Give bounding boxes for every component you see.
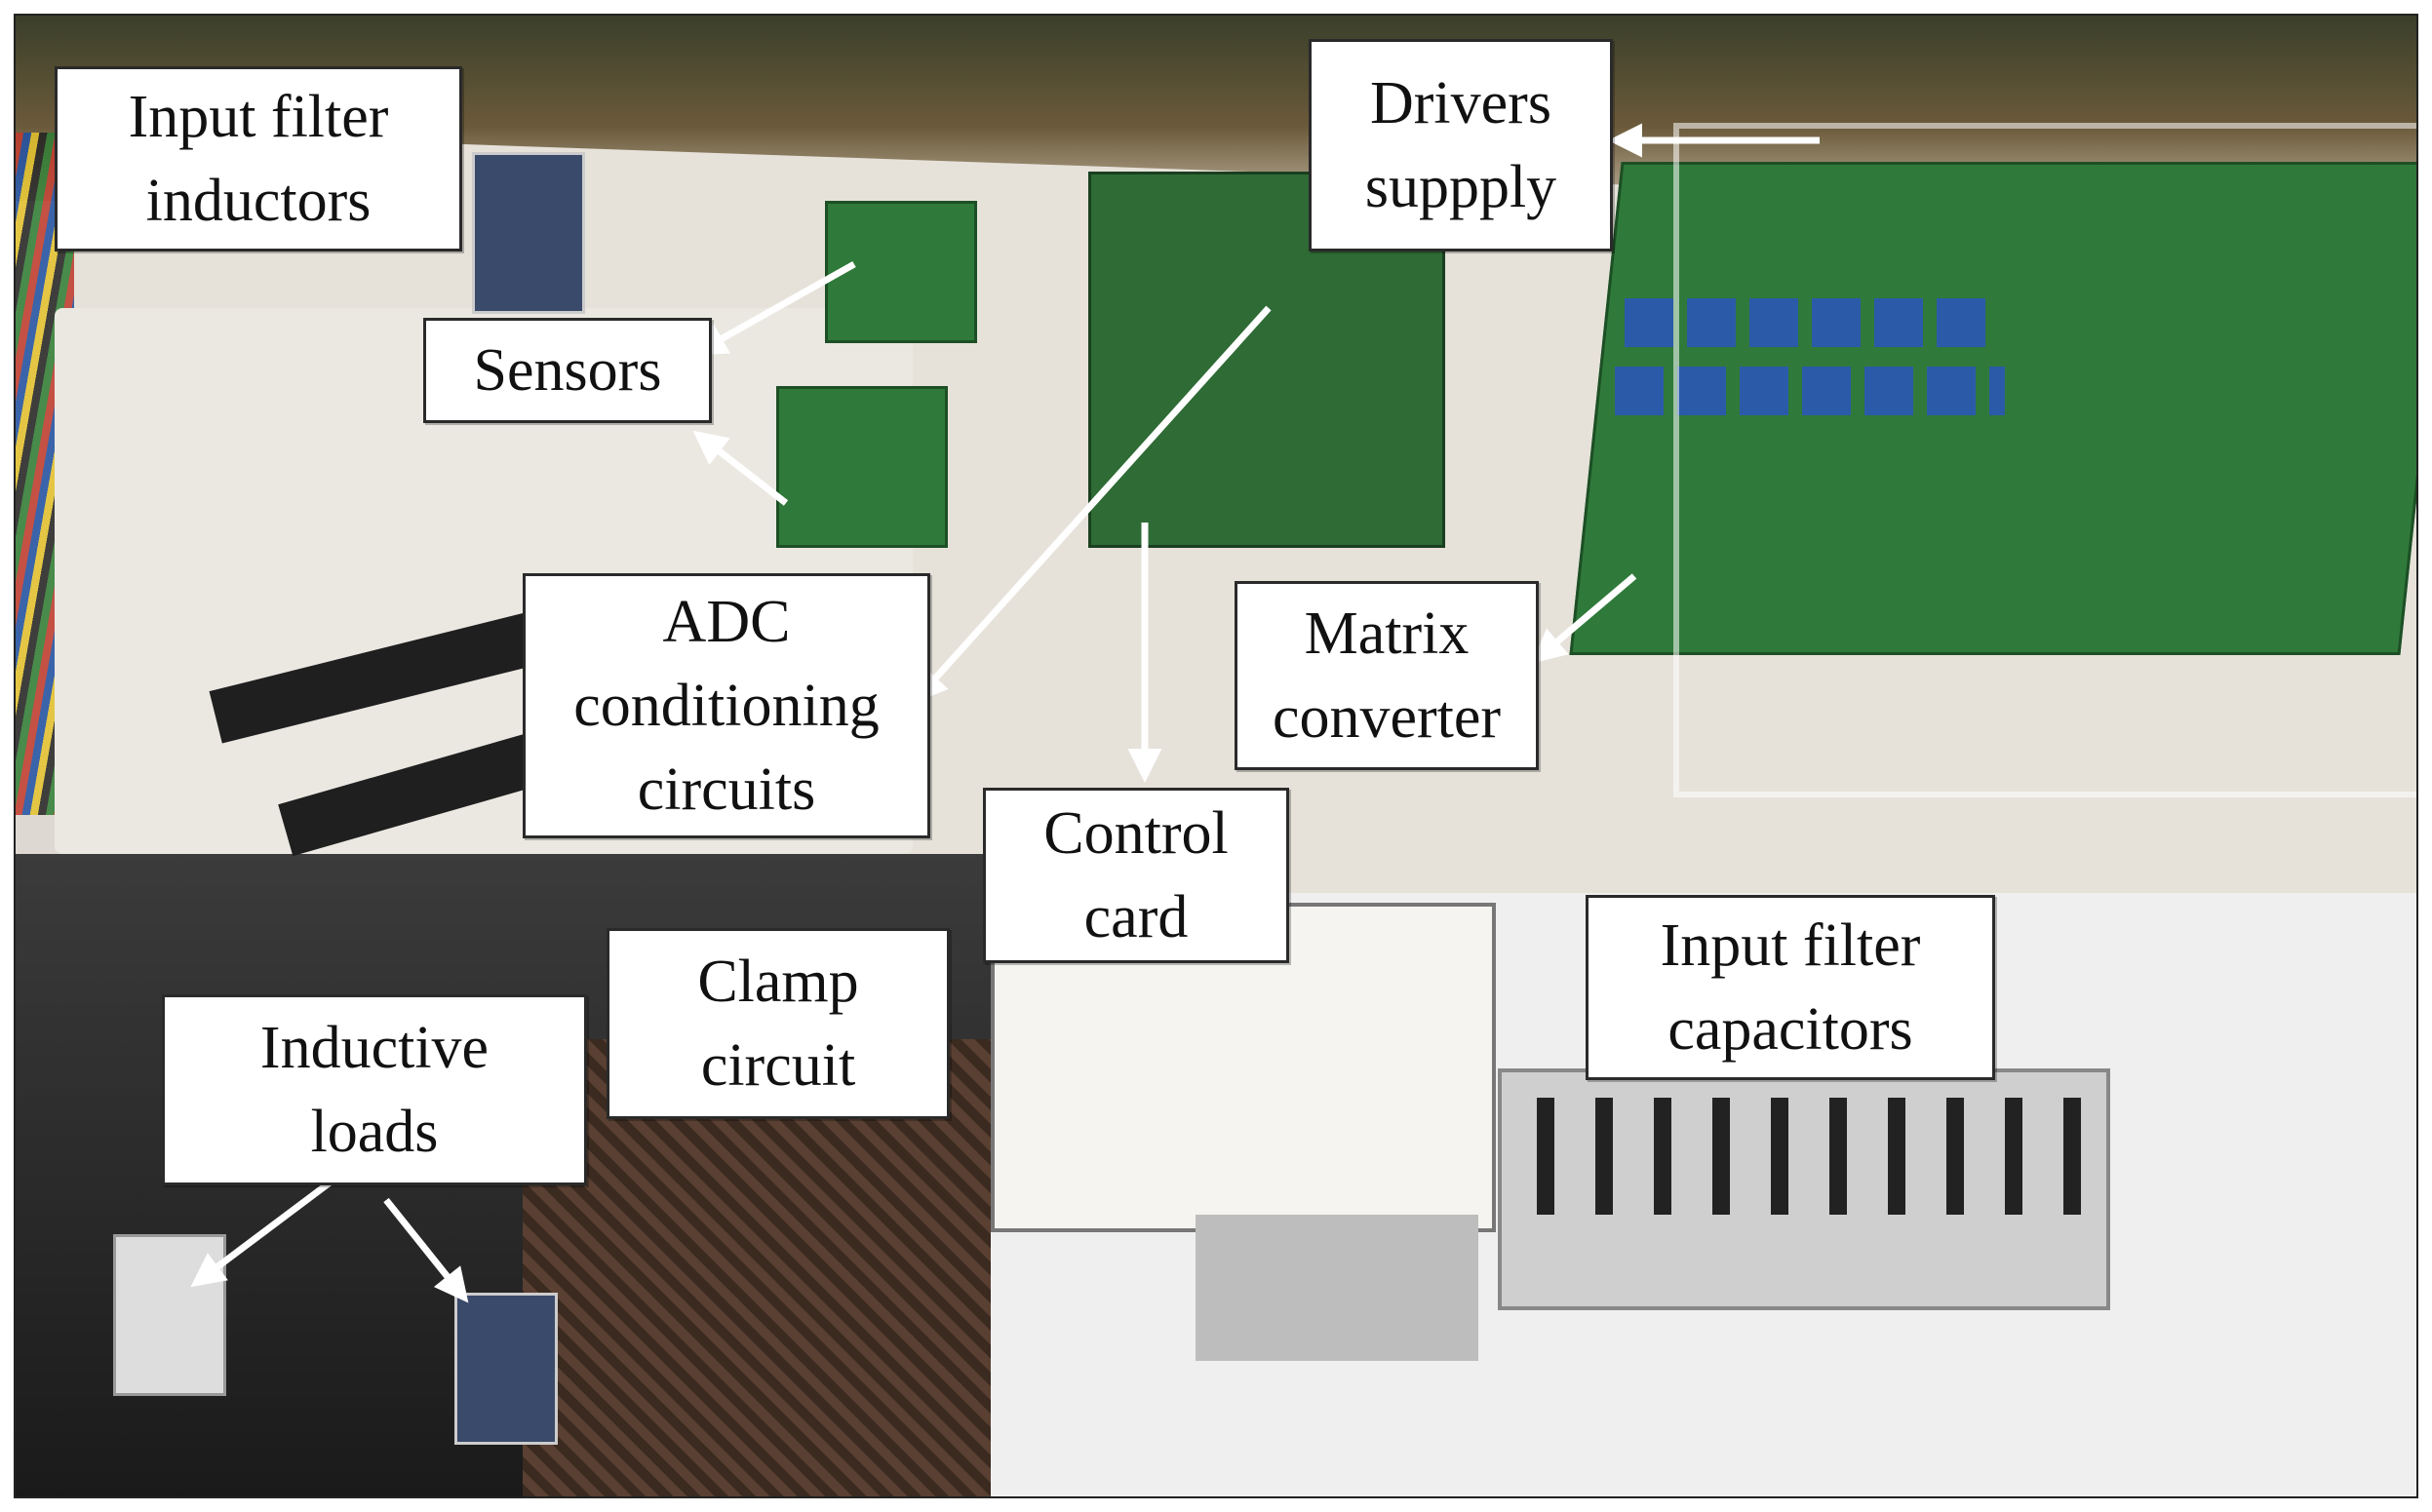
label-line: card bbox=[1083, 884, 1189, 950]
input-filter-inductor-block bbox=[472, 152, 585, 314]
label-line: circuit bbox=[700, 1032, 856, 1099]
acrylic-cover bbox=[1673, 123, 2416, 797]
arrow-to-sensor-lower bbox=[692, 430, 789, 506]
inductive-load-block-2 bbox=[454, 1293, 558, 1445]
label-line: Inductive bbox=[259, 1015, 490, 1081]
lab-setup-photo: Input filter inductors Sensors Drivers s… bbox=[14, 14, 2418, 1498]
label-input-filter-inductors: Input filter inductors bbox=[55, 66, 462, 252]
arrow-to-adc bbox=[913, 305, 1272, 704]
label-line: Clamp bbox=[697, 949, 859, 1015]
label-sensors: Sensors bbox=[423, 318, 712, 423]
label-line: Sensors bbox=[473, 337, 662, 404]
label-adc-conditioning-circuits: ADC conditioning circuits bbox=[523, 573, 930, 838]
label-line: Control bbox=[1043, 800, 1229, 867]
label-line: Drivers bbox=[1370, 70, 1551, 136]
label-line: suppply bbox=[1364, 154, 1557, 220]
label-line: ADC bbox=[662, 589, 791, 655]
arrow-to-matrix-converter bbox=[1531, 573, 1637, 664]
label-clamp-circuit: Clamp circuit bbox=[607, 928, 950, 1119]
label-line: loads bbox=[310, 1099, 439, 1165]
annotation-arrows bbox=[190, 123, 1820, 1303]
arrow-to-inductive-load-1 bbox=[190, 1178, 335, 1288]
label-input-filter-capacitors: Input filter capacitors bbox=[1586, 895, 1995, 1080]
label-line: inductors bbox=[145, 168, 372, 234]
arrow-to-inductive-load-2 bbox=[383, 1197, 469, 1303]
capacitor-terminals bbox=[1537, 1098, 2083, 1215]
sensor-board-lower bbox=[776, 386, 948, 548]
label-inductive-loads: Inductive loads bbox=[162, 994, 587, 1185]
arrow-to-sensor-upper bbox=[691, 260, 856, 356]
label-drivers-supply: Drivers suppply bbox=[1309, 39, 1613, 252]
sensor-board-upper bbox=[825, 201, 977, 343]
relay-row-2 bbox=[1615, 367, 2005, 415]
label-line: converter bbox=[1272, 684, 1502, 751]
label-line: circuits bbox=[637, 756, 816, 823]
label-line: capacitors bbox=[1667, 996, 1913, 1063]
label-control-card: Control card bbox=[983, 788, 1289, 963]
label-line: conditioning bbox=[573, 673, 880, 739]
label-line: Matrix bbox=[1304, 601, 1470, 667]
relay-row-1 bbox=[1625, 298, 1995, 347]
label-matrix-converter: Matrix converter bbox=[1235, 581, 1539, 770]
bottles-shelf bbox=[1196, 1215, 1478, 1361]
label-line: Input filter bbox=[1660, 912, 1921, 979]
label-line: Input filter bbox=[128, 84, 389, 150]
